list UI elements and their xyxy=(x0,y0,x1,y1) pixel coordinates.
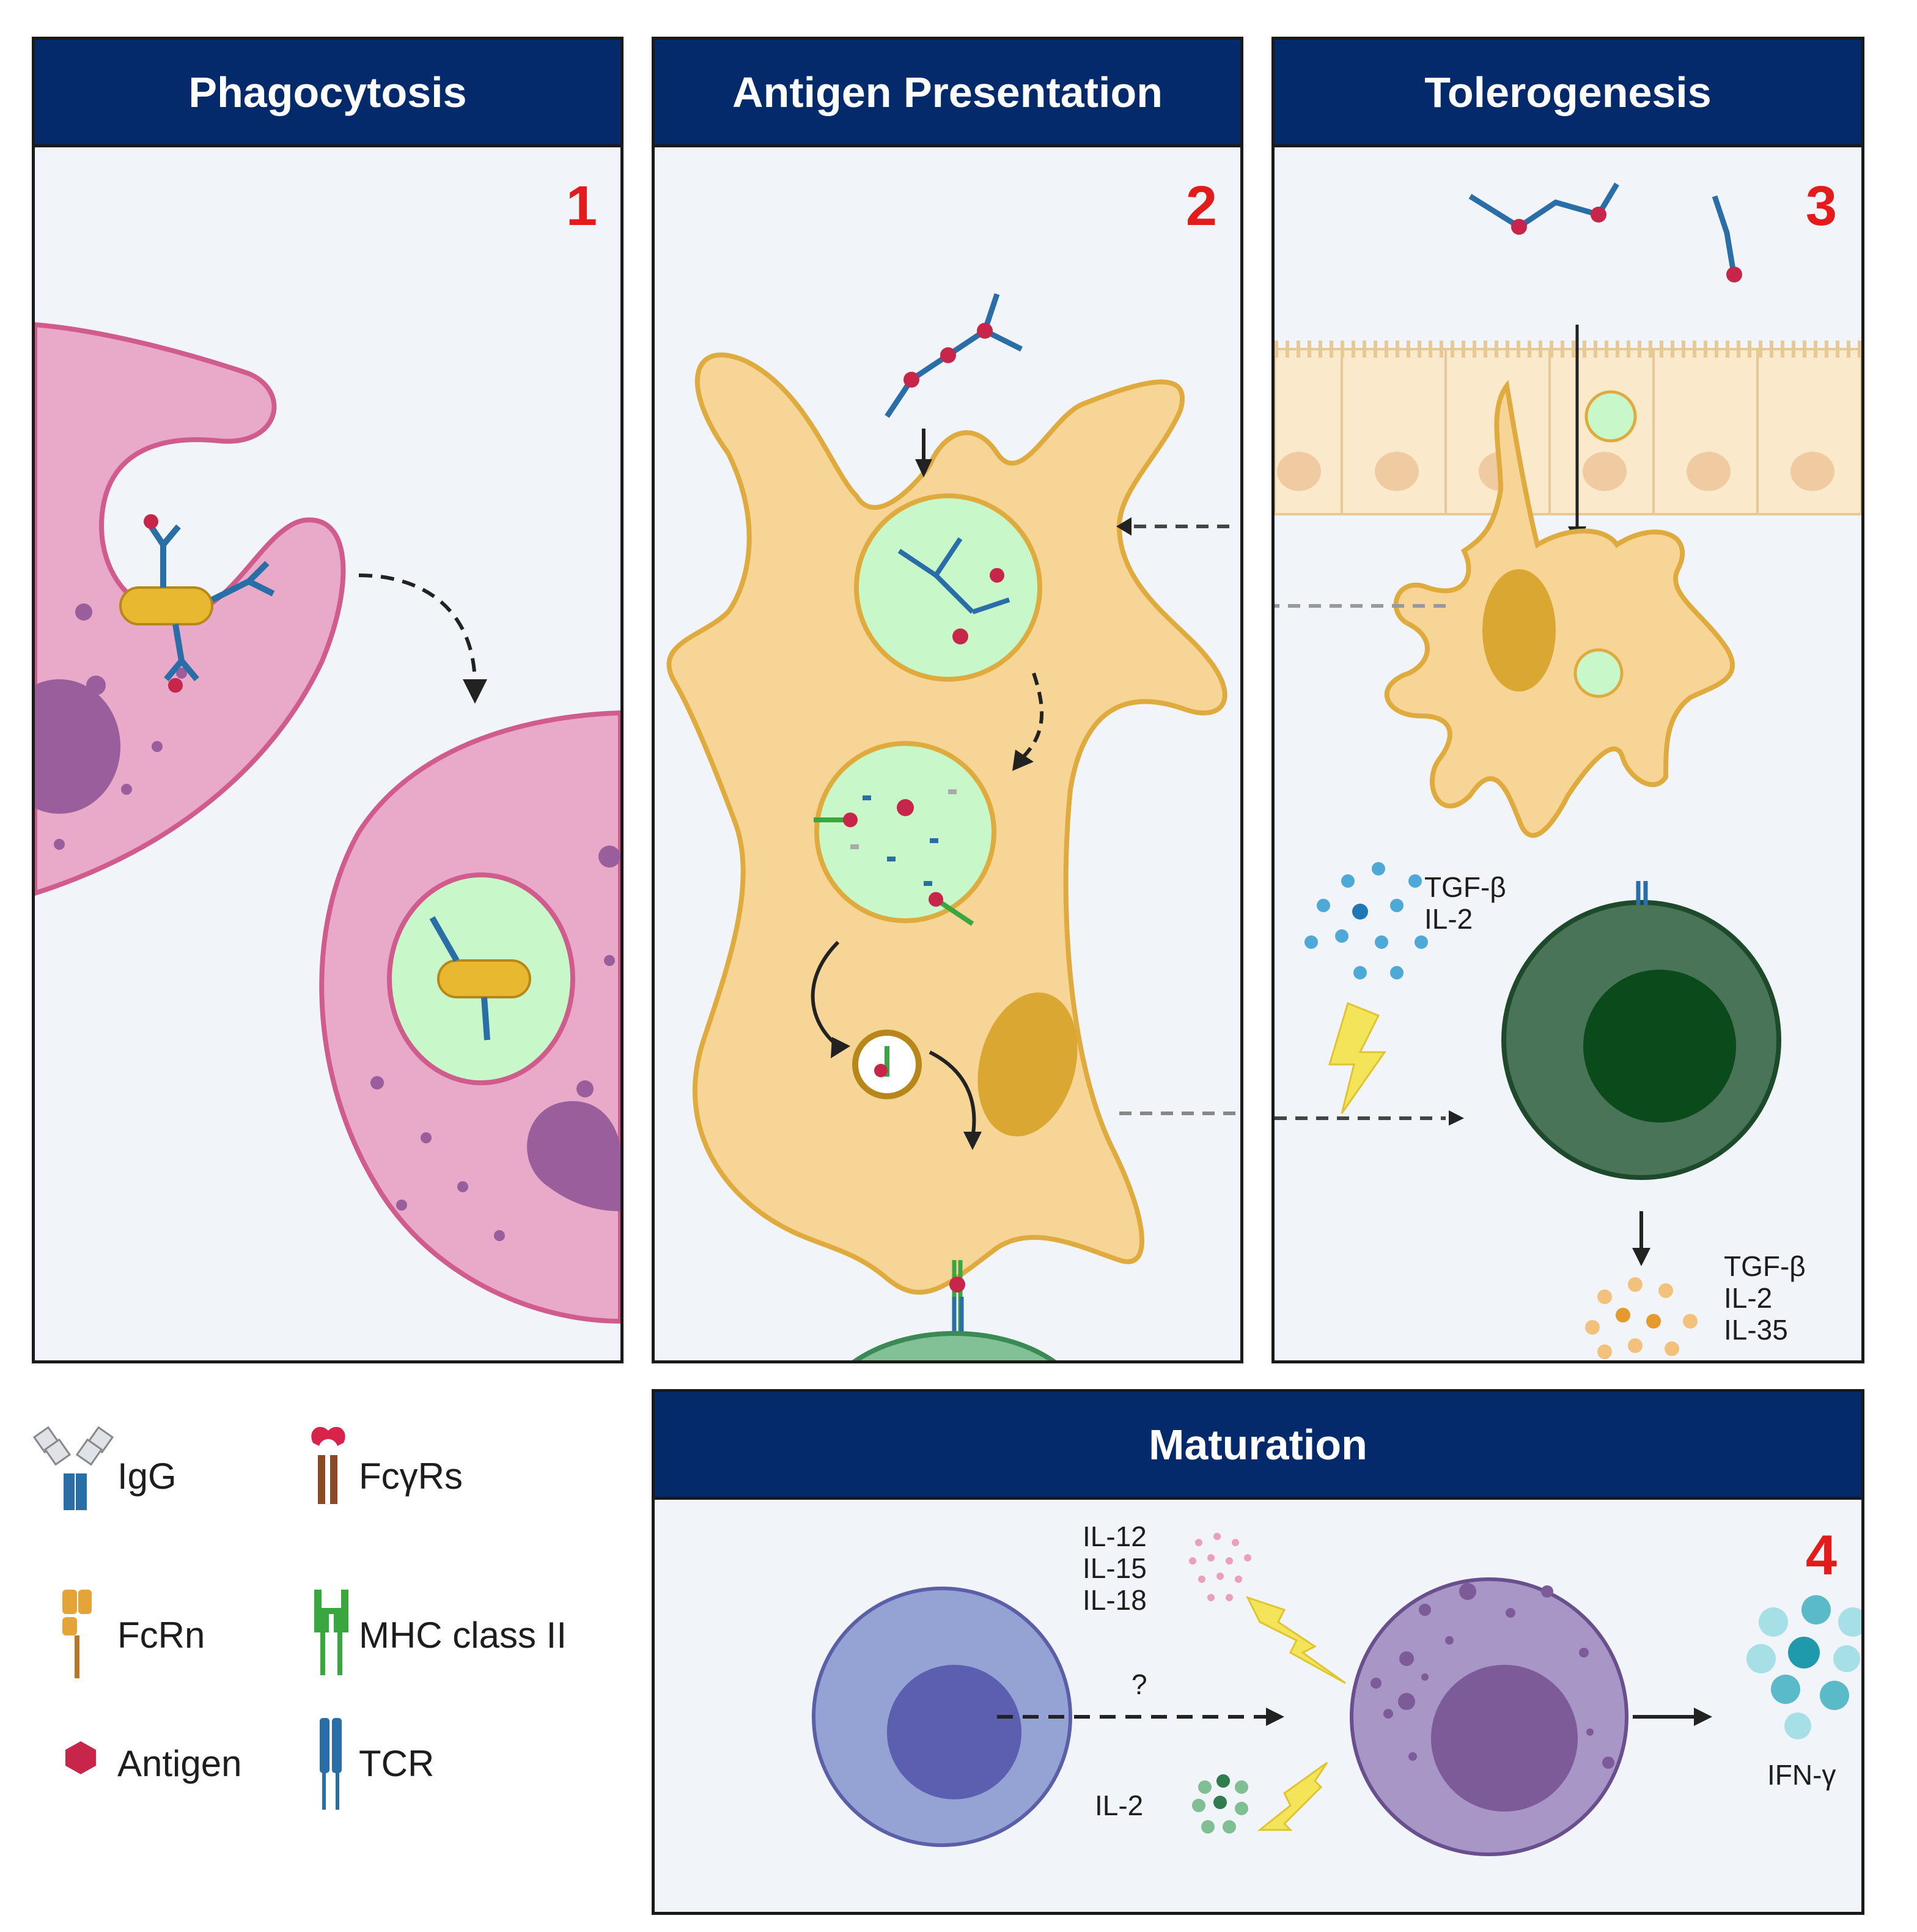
antigen-presentation-panel: Antigen Presentation 2 xyxy=(652,37,1243,1363)
fcgr-icon xyxy=(311,1426,345,1504)
tolerogenesis-panel: Tolerogenesis 3 xyxy=(1271,37,1864,1363)
immune-complexes-lumen xyxy=(1468,182,1736,270)
immature-nk-nucleus xyxy=(887,1665,1021,1799)
igg-icon xyxy=(32,1426,114,1510)
opsonized-bacterium-1 xyxy=(119,514,275,693)
lightning-bolt-3 xyxy=(1257,1761,1328,1831)
unknown-mechanism-mark: ? xyxy=(1131,1668,1147,1700)
tolerogenesis-title: Tolerogenesis xyxy=(1275,40,1861,147)
macrophage-nucleus xyxy=(35,679,120,814)
macrophage-nucleus-2 xyxy=(527,1101,620,1211)
t-cell xyxy=(852,1331,1057,1360)
panel-number-2: 2 xyxy=(1185,175,1217,237)
panel-number-1: 1 xyxy=(565,175,597,237)
maturation-title: Maturation xyxy=(655,1392,1861,1500)
lightning-bolt-2 xyxy=(1246,1596,1346,1684)
lightning-bolt-1 xyxy=(1328,1001,1386,1114)
legend-antigen-label: Antigen xyxy=(117,1743,242,1784)
treg-nucleus xyxy=(1583,970,1736,1123)
tolerogenesis-cytokines-in: TGF-β IL-2 xyxy=(1424,871,1506,935)
endosome-late xyxy=(814,741,996,923)
antigen-presentation-illustration xyxy=(666,293,1240,1360)
panel-number-3: 3 xyxy=(1805,175,1837,237)
legend-fcrn-label: FcRn xyxy=(117,1615,205,1656)
il12-il15-il18-dots xyxy=(1189,1533,1251,1601)
dc-nucleus xyxy=(977,992,1078,1137)
maturation-panel: Maturation 4 xyxy=(652,1389,1864,1915)
legend-fcgr-label: FcγRs xyxy=(359,1456,463,1497)
legend: IgG FcγRs FcRn MHC class II Antigen TCR xyxy=(32,1406,625,1883)
il2-dots xyxy=(1192,1774,1248,1834)
secreted-cytokines xyxy=(1585,1277,1698,1359)
phagocytosis-panel: Phagocytosis 1 xyxy=(32,37,624,1363)
fcrn-icon xyxy=(62,1590,92,1678)
legend-tcr-label: TCR xyxy=(359,1743,435,1784)
phagocytosis-title: Phagocytosis xyxy=(35,40,620,147)
tolerogenesis-cytokines-out: TGF-β IL-2 IL-35 xyxy=(1724,1250,1806,1346)
tolerogenesis-illustration xyxy=(1275,182,1861,1359)
panel-number-4: 4 xyxy=(1805,1524,1837,1587)
mhc-class-ii-icon xyxy=(314,1590,348,1675)
ifn-gamma-granules xyxy=(1746,1595,1861,1739)
legend-igg-label: IgG xyxy=(117,1456,177,1497)
phagocytosis-illustration xyxy=(35,322,620,1324)
tolerogenic-dendritic-cell xyxy=(1384,380,1735,838)
maturation-cytokine-il2: IL-2 xyxy=(1095,1790,1144,1821)
maturation-cytokines-top: IL-12 IL-15 IL-18 xyxy=(1083,1521,1147,1616)
epithelium xyxy=(1275,348,1861,515)
tgf-il2-dots xyxy=(1304,862,1428,979)
tcr-icon xyxy=(320,1718,342,1810)
legend-mhc-label: MHC class II xyxy=(359,1615,567,1656)
antigen-presentation-title: Antigen Presentation xyxy=(655,40,1240,147)
tol-dc-nucleus xyxy=(1482,569,1556,691)
dashed-arrow-phagocytosis xyxy=(358,573,477,686)
antigen-icon xyxy=(65,1741,96,1774)
mature-nk-nucleus xyxy=(1431,1665,1578,1812)
maturation-illustration xyxy=(812,1533,1861,1856)
ifn-gamma-label: IFN-γ xyxy=(1767,1759,1836,1791)
